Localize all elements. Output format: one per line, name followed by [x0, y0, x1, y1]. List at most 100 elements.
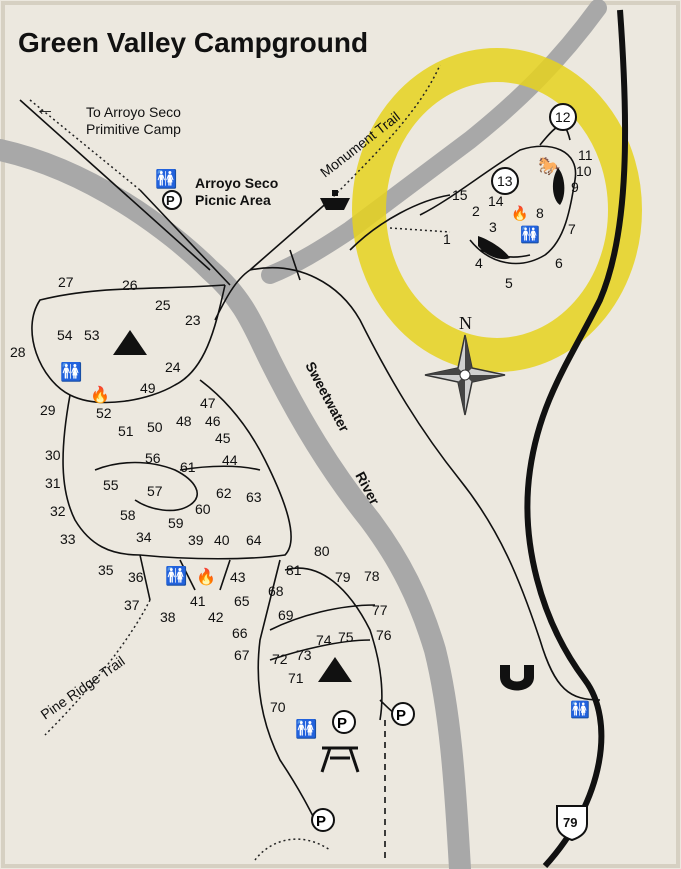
site-77: 77	[372, 602, 388, 618]
restroom-icon: 🚻	[295, 718, 317, 739]
restroom-icon: 🚻	[60, 361, 82, 382]
site-5: 5	[505, 275, 513, 291]
parking-icon: P	[391, 702, 415, 726]
horse-icon: 🐎	[538, 156, 560, 176]
svg-text:To Arroyo Seco: To Arroyo Seco	[86, 104, 181, 120]
restroom-icon: 🚻	[165, 565, 187, 586]
site-50: 50	[147, 419, 163, 435]
svg-text:79: 79	[563, 815, 577, 830]
site-11: 11	[578, 147, 593, 163]
site-38: 38	[160, 609, 176, 625]
site-59: 59	[168, 515, 184, 531]
site-57: 57	[147, 483, 163, 499]
site-76: 76	[376, 627, 392, 643]
site-61: 61	[180, 459, 196, 475]
site-44: 44	[222, 452, 238, 468]
site-26: 26	[122, 277, 138, 293]
site-54: 54	[57, 327, 73, 343]
site-14: 14	[488, 193, 504, 209]
site-31: 31	[45, 475, 61, 491]
site-47: 47	[200, 395, 216, 411]
site-8: 8	[536, 205, 544, 221]
site-45: 45	[215, 430, 231, 446]
pond	[478, 236, 510, 260]
site-labels: 1 2 3 4 5 6 7 8 9 10 11 12 13 14 15 23 2…	[10, 109, 593, 715]
site-25: 25	[155, 297, 171, 313]
site-34: 34	[136, 529, 152, 545]
site-15: 15	[452, 187, 468, 203]
site-13: 13	[497, 173, 513, 189]
highway-79-road	[524, 9, 629, 869]
site-48: 48	[176, 413, 192, 429]
site-70: 70	[270, 699, 286, 715]
svg-text:Primitive Camp: Primitive Camp	[86, 121, 181, 137]
svg-text:N: N	[459, 313, 472, 333]
site-12: 12	[555, 109, 571, 125]
pond	[552, 168, 565, 205]
site-62: 62	[216, 485, 232, 501]
site-56: 56	[145, 450, 161, 466]
site-4: 4	[475, 255, 483, 271]
site-51: 51	[118, 423, 134, 439]
highway-shield-icon: 79	[556, 805, 588, 842]
tent-icon	[113, 330, 147, 355]
arroyo-camp-label: ← To Arroyo Seco Primitive Camp	[35, 98, 181, 137]
compass-rose-icon: N	[424, 313, 506, 416]
site-10: 10	[576, 163, 592, 179]
site-71: 71	[288, 670, 304, 686]
svg-text:Picnic Area: Picnic Area	[195, 192, 271, 208]
svg-text:P: P	[166, 193, 175, 208]
site-43: 43	[230, 569, 246, 585]
site-65: 65	[234, 593, 250, 609]
site-28: 28	[10, 344, 26, 360]
site-81: 81	[286, 562, 302, 578]
parking-icon: P	[332, 710, 356, 734]
site-7: 7	[568, 221, 576, 237]
site-30: 30	[45, 447, 61, 463]
svg-text:P: P	[337, 715, 347, 732]
site-55: 55	[103, 477, 119, 493]
site-63: 63	[246, 489, 262, 505]
site-49: 49	[140, 380, 156, 396]
site-40: 40	[214, 532, 230, 548]
site-79: 79	[335, 569, 351, 585]
site-35: 35	[98, 562, 114, 578]
site-67: 67	[234, 647, 250, 663]
site-3: 3	[489, 219, 497, 235]
tent-icon	[318, 657, 352, 682]
site-6: 6	[555, 255, 563, 271]
site-52: 52	[96, 405, 112, 421]
campfire-icon: 🔥	[196, 567, 216, 586]
site-74: 74	[316, 632, 332, 648]
site-60: 60	[195, 501, 211, 517]
map-title: Green Valley Campground	[18, 27, 368, 58]
amphitheater-icon	[320, 190, 350, 210]
restroom-icon: 🚻	[570, 700, 590, 719]
parking-icon	[162, 190, 182, 210]
site-78: 78	[364, 568, 380, 584]
site-69: 69	[278, 607, 294, 623]
site-9: 9	[571, 179, 579, 195]
roads	[19, 99, 601, 860]
arrow-left-icon: ←	[35, 98, 55, 120]
site-33: 33	[60, 531, 76, 547]
site-41: 41	[190, 593, 206, 609]
picnic-table-icon	[320, 746, 360, 773]
site-58: 58	[120, 507, 136, 523]
picnic-area-label: 🚻 P Arroyo Seco Picnic Area	[155, 168, 278, 210]
site-80: 80	[314, 543, 330, 559]
site-73: 73	[296, 647, 312, 663]
ranger-station-icon	[500, 665, 534, 691]
svg-text:P: P	[396, 707, 406, 724]
campfire-icon: 🔥	[511, 205, 528, 222]
site-72: 72	[272, 651, 288, 667]
site-2: 2	[472, 203, 480, 219]
site-46: 46	[205, 413, 221, 429]
restroom-icon: 🚻	[520, 225, 540, 244]
site-75: 75	[338, 629, 354, 645]
site-36: 36	[128, 569, 144, 585]
trails	[29, 64, 451, 861]
highlight-circle	[352, 48, 642, 372]
svg-text:P: P	[316, 813, 326, 830]
site-1: 1	[443, 231, 451, 247]
